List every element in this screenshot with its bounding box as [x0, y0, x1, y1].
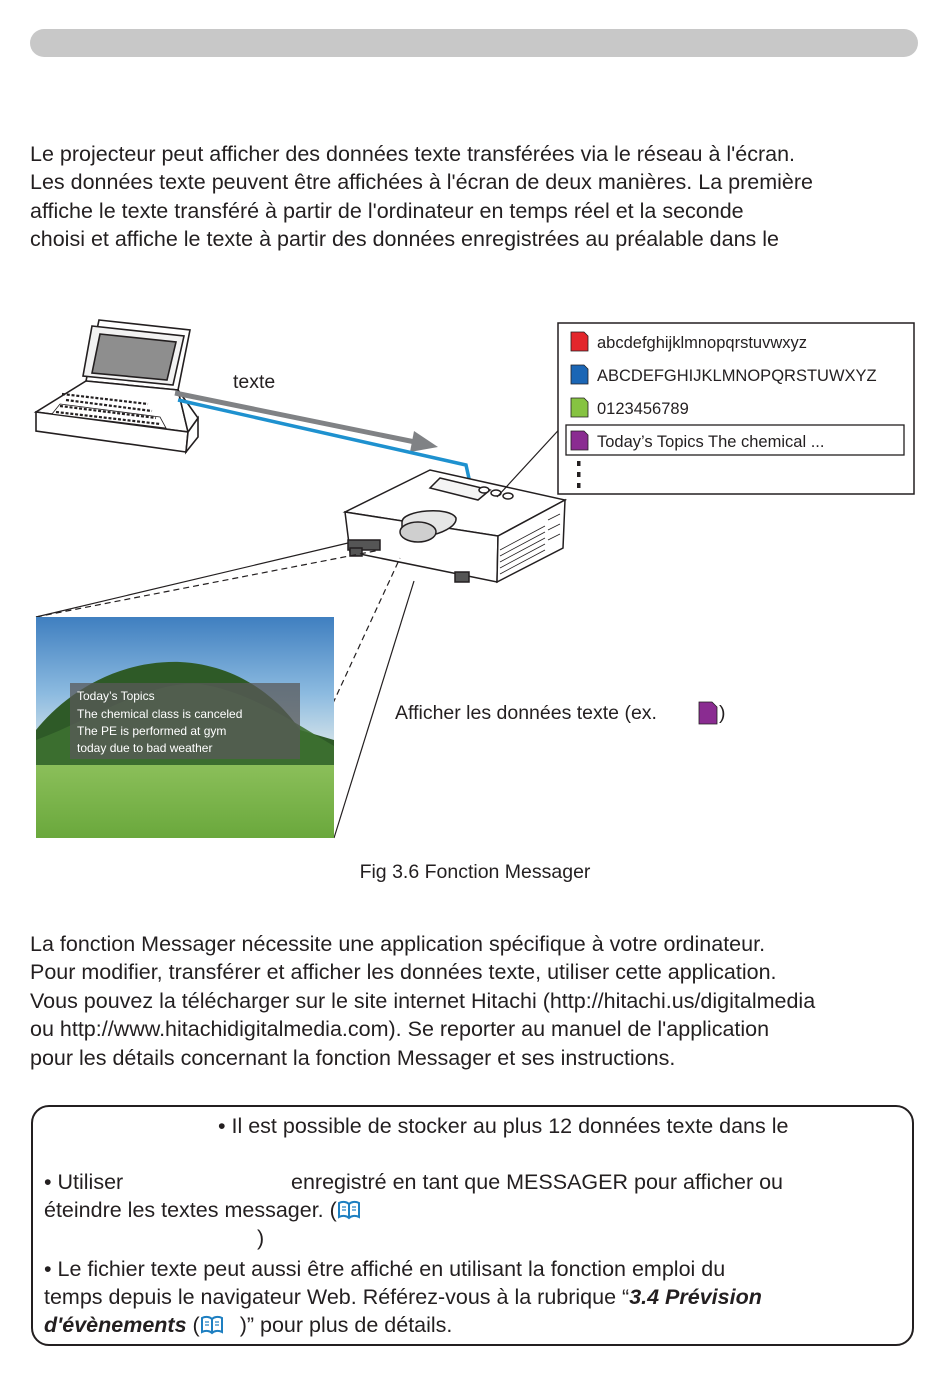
list-item: abcdefghijklmnopqrstuvwxyz — [570, 331, 807, 352]
selected-item-frame — [565, 424, 905, 456]
screen-message: Today’s Topics The chemical class is can… — [77, 689, 246, 755]
note-line: • Utiliser — [44, 1170, 124, 1194]
note-line: enregistré en tant que MESSAGER pour aff… — [291, 1170, 783, 1194]
list-item-label: ABCDEFGHIJKLMNOPQRSTUWXYZ — [597, 367, 877, 385]
note-text: ( — [186, 1313, 200, 1337]
more-items-ellipsis-icon — [577, 461, 581, 488]
list-item-label: Today’s Topics The chemical ... — [597, 433, 824, 451]
display-label-suffix: ) — [719, 702, 726, 724]
note-line: • Le fichier texte peut aussi être affic… — [44, 1257, 726, 1281]
arrow-label: texte — [233, 371, 275, 393]
message-overlay — [70, 683, 300, 759]
body-line: pour les détails concernant la fonction … — [30, 1045, 676, 1070]
body-line: La fonction Messager nécessite une appli… — [30, 932, 766, 956]
note-text: temps depuis le navigateur Web. Référez-… — [44, 1285, 630, 1309]
screen-line: today due to bad weather — [77, 741, 212, 755]
note-line: • Il est possible de stocker au plus 12 … — [218, 1114, 789, 1138]
file-icon-purple — [698, 701, 718, 725]
text-data-list: abcdefghijklmnopqrstuvwxyz ABCDEFGHIJKLM… — [557, 322, 915, 495]
note-text: éteindre les textes messager. ( — [44, 1198, 337, 1222]
file-icon-red — [570, 331, 589, 352]
laptop-illustration — [33, 319, 199, 455]
intro-line: Le projecteur peut afficher des données … — [30, 142, 796, 166]
book-icon — [200, 1315, 223, 1335]
header-bar — [30, 29, 918, 57]
list-item: Today’s Topics The chemical ... — [570, 430, 824, 451]
screen-line: Today’s Topics — [77, 689, 155, 703]
note-section-reference: d'évènements — [44, 1313, 187, 1337]
note-box: • Il est possible de stocker au plus 12 … — [31, 1105, 914, 1346]
screen-line: The chemical class is canceled — [77, 707, 242, 721]
figure-caption: Fig 3.6 Fonction Messager — [359, 861, 591, 883]
intro-paragraph: Le projecteur peut afficher des données … — [30, 140, 930, 254]
intro-line: choisi et affiche le texte à partir des … — [30, 227, 779, 252]
file-icon-blue — [570, 364, 589, 385]
note-section-reference: 3.4 Prévision — [629, 1285, 762, 1309]
list-item: 0123456789 — [570, 397, 689, 418]
list-item-label: 0123456789 — [597, 400, 689, 418]
messenger-figure: texte abcdefghijklmnop — [33, 319, 915, 839]
book-icon — [337, 1200, 360, 1220]
body-paragraph: La fonction Messager nécessite une appli… — [30, 930, 930, 1072]
file-icon-purple — [570, 430, 589, 451]
projected-screen: Today’s Topics The chemical class is can… — [36, 617, 334, 838]
network-cable — [177, 398, 472, 484]
body-line: ou http://www.hitachidigitalmedia.com). … — [30, 1017, 770, 1042]
file-icon-green — [570, 397, 589, 418]
callout-line — [496, 421, 567, 498]
list-item: ABCDEFGHIJKLMNOPQRSTUWXYZ — [570, 364, 877, 385]
body-line: Vous pouvez la télécharger sur le site i… — [30, 988, 816, 1013]
note-line: d'évènements ( )” pour plus de détails. — [44, 1311, 452, 1339]
intro-line: affiche le texte transféré à partir de l… — [30, 198, 744, 223]
note-text: )” pour plus de détails. — [239, 1313, 453, 1337]
projector-illustration — [342, 469, 568, 584]
transfer-arrow — [174, 390, 438, 452]
note-line: temps depuis le navigateur Web. Référez-… — [44, 1283, 762, 1311]
body-line: Pour modifier, transférer et afficher le… — [30, 960, 777, 985]
list-item-label: abcdefghijklmnopqrstuvwxyz — [597, 334, 807, 352]
intro-line: Les données texte peuvent être affichées… — [30, 170, 813, 195]
note-line: ) — [257, 1226, 265, 1250]
note-line: éteindre les textes messager. ( — [44, 1196, 361, 1224]
screen-line: The PE is performed at gym — [77, 724, 226, 738]
projection-lines — [35, 542, 415, 839]
display-label: Afficher les données texte (ex. — [395, 702, 657, 724]
